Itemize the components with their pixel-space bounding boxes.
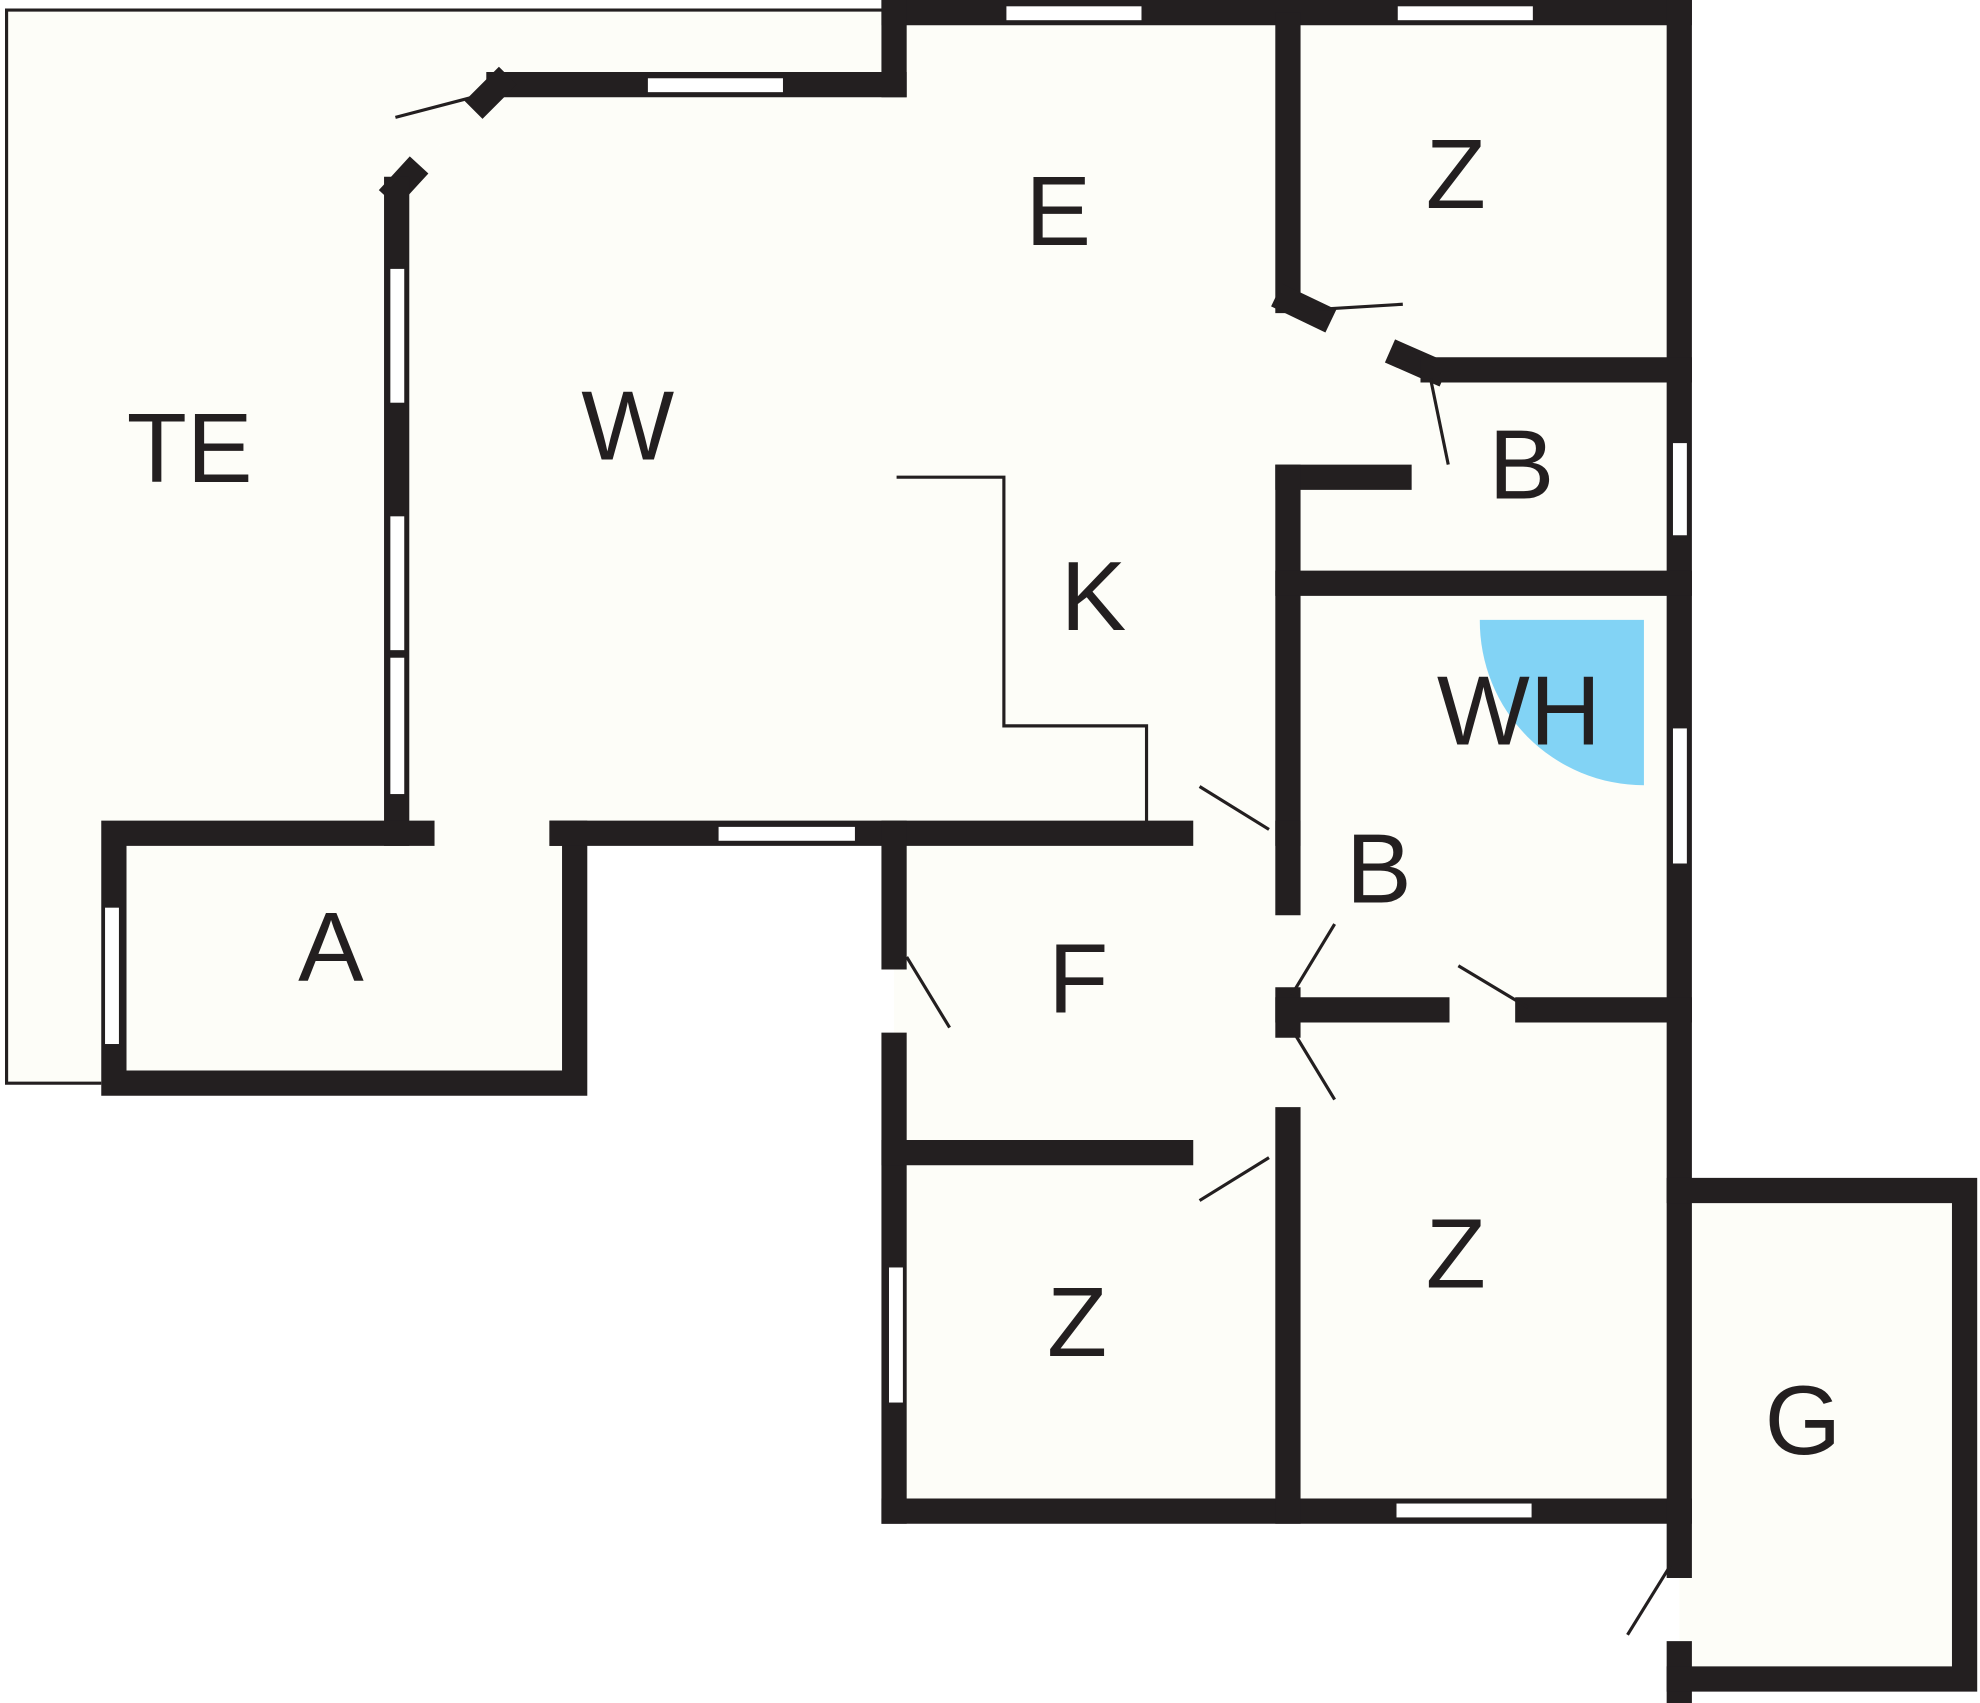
room-label-whirlpool: WH	[1437, 656, 1601, 766]
door-swing	[1198, 1156, 1270, 1202]
terrace-outline	[4, 8, 884, 1085]
door-swing	[1429, 378, 1450, 465]
room-label-bathroom-2: B	[1346, 814, 1412, 924]
doors	[395, 94, 1672, 1636]
kitchen-counter	[896, 475, 1149, 827]
door-swing	[1198, 785, 1270, 831]
door-swing	[395, 94, 478, 119]
terrace-floor	[6, 10, 884, 1084]
door-swing	[905, 956, 951, 1029]
room-label-utility: A	[298, 892, 364, 1002]
door-swing	[1319, 302, 1403, 311]
shower-fixture	[1479, 619, 1644, 786]
garage-floor	[1679, 1190, 1965, 1680]
room-label-terrace: TE	[127, 393, 253, 503]
room-label-hall: F	[1048, 923, 1108, 1033]
room-label-kitchen: K	[1061, 541, 1127, 651]
room-label-garage: G	[1765, 1365, 1842, 1475]
windows	[102, 3, 1690, 1520]
room-label-bedroom-3: Z	[1047, 1267, 1107, 1377]
room-label-bathroom-1: B	[1489, 410, 1555, 520]
room-label-bedroom-2: Z	[1426, 1199, 1486, 1309]
door-swing	[1626, 1564, 1672, 1636]
door-swing	[1290, 923, 1336, 996]
door-swing	[1457, 964, 1529, 1009]
room-label-bedroom-1: Z	[1426, 119, 1486, 229]
door-swing	[1290, 1028, 1336, 1101]
room-label-living: W	[581, 370, 674, 480]
room-label-dining: E	[1025, 156, 1091, 266]
room-labels: TE W E Z B K WH B A F Z Z G	[127, 119, 1842, 1475]
